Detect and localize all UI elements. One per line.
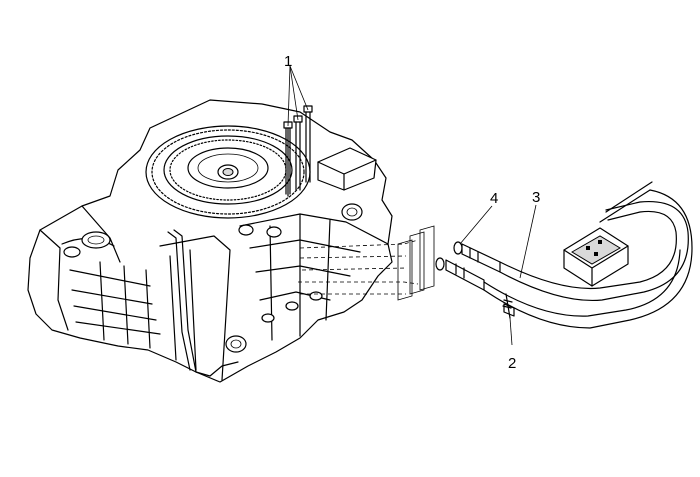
callout-4: 4 [490,190,498,207]
leader-lines [287,65,537,346]
cooler-line-assembly [298,181,693,329]
callout-2: 2 [508,355,516,372]
torque-converter [145,125,311,219]
callout-3: 3 [532,189,540,206]
callout-1: 1 [284,53,292,70]
